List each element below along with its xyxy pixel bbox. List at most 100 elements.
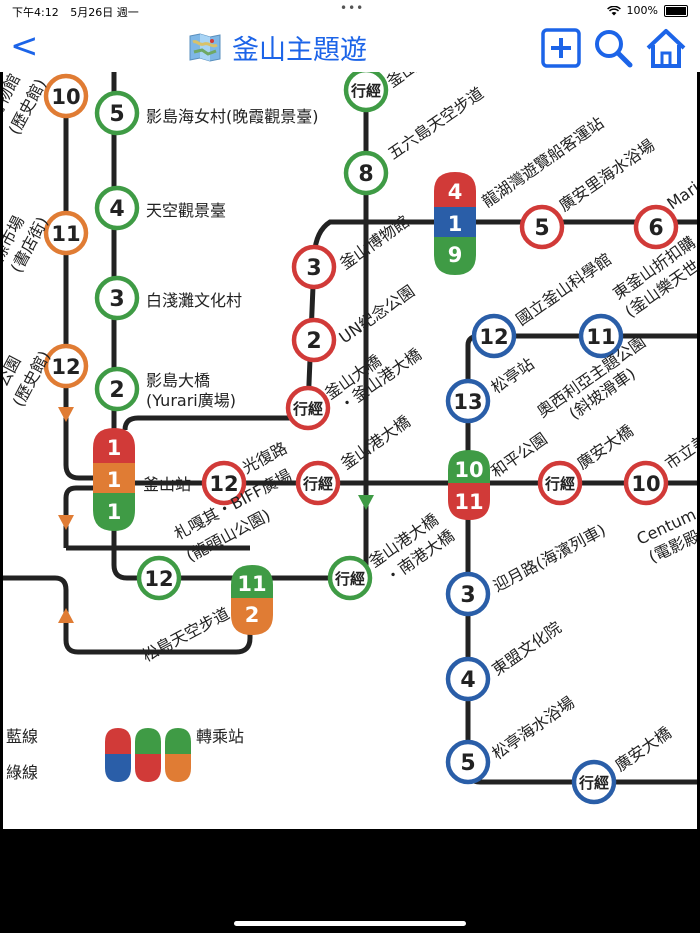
stop-blue-3[interactable]: 3 [445,571,491,617]
stop-red-6[interactable]: 6 [633,204,679,250]
label-mipo: 迎月路(海濱列車) [490,520,609,595]
svg-text:12: 12 [209,472,238,496]
home-indicator[interactable] [234,921,466,926]
stop-red-pass-gwangbok[interactable]: 行經 [295,460,341,506]
svg-text:10: 10 [51,85,80,109]
multitask-dots-icon[interactable]: ••• [340,1,365,15]
stop-green-4[interactable]: 4 [94,185,140,231]
stop-green-8[interactable]: 8 [343,150,389,196]
arrow-down-icon [58,407,74,422]
stop-green-pass-bottom[interactable]: 行經 [327,555,373,601]
svg-text:13: 13 [453,390,482,414]
svg-text:1: 1 [107,436,122,460]
svg-text:1: 1 [448,212,463,236]
svg-text:11: 11 [51,222,80,246]
back-button[interactable]: < [10,26,39,66]
svg-text:行經: 行經 [544,475,575,493]
svg-text:2: 2 [109,378,124,403]
svg-text:3: 3 [460,583,475,608]
svg-text:5: 5 [460,751,475,776]
stop-blue-pass[interactable]: 行經 [571,759,617,805]
legend-transfer-icon [105,728,191,782]
label-top-cut: 釜山 [383,72,420,91]
label-yeongdo-haenyeo: 影島海女村(晚霞觀景臺) [146,107,319,126]
svg-text:行經: 行經 [302,475,333,493]
status-time: 下午4:12 [12,6,59,19]
route-map[interactable]: 5 4 3 2 10 11 12 行經 8 行經 12 12 行經 行經 2 3… [3,72,697,829]
stop-blue-11[interactable]: 11 [578,313,624,359]
stop-orange-10[interactable]: 10 [43,73,89,119]
arrow-down-icon [358,495,374,510]
status-date: 5月26日 週一 [70,6,139,19]
stop-green-2[interactable]: 2 [94,366,140,412]
stop-green-3[interactable]: 3 [94,275,140,321]
svg-text:11: 11 [454,490,483,514]
label-sky-observatory: 天空觀景臺 [146,201,226,220]
svg-text:10: 10 [631,472,660,496]
svg-text:行經: 行經 [578,774,609,792]
svg-text:2: 2 [306,329,321,354]
label-dongmaeng: 東盟文化院 [488,618,564,679]
svg-text:4: 4 [448,180,463,204]
svg-text:4: 4 [109,197,124,222]
stop-blue-5[interactable]: 5 [445,739,491,785]
transfer-peace-park[interactable]: 10 11 [448,450,490,520]
add-icon[interactable] [540,27,582,69]
arrow-down-icon [58,515,74,530]
stop-blue-4[interactable]: 4 [445,656,491,702]
stop-red-pass-gwangan[interactable]: 行經 [537,460,583,506]
label-marine: Mari [663,178,697,213]
label-gwangan-bridge-2: 廣安大橋 [611,723,674,775]
transfer-yonghoman[interactable]: 4 1 9 [434,172,476,275]
svg-text:1: 1 [107,468,122,492]
battery-percent: 100% [626,4,658,17]
stop-red-12[interactable]: 12 [201,460,247,506]
transfer-biff[interactable]: 11 2 [231,565,273,635]
stop-blue-12[interactable]: 12 [471,313,517,359]
stop-red-5[interactable]: 5 [519,204,565,250]
label-gwangan-bridge: 廣安大橋 [573,421,636,473]
nav-title-group: 釜山主題遊 [188,28,367,66]
stop-green-12[interactable]: 12 [136,555,182,601]
status-time-date: 下午4:12 5月26日 週一 [12,4,139,20]
svg-text:2: 2 [245,603,260,627]
search-icon[interactable] [592,27,634,69]
stop-green-5[interactable]: 5 [94,90,140,136]
stop-orange-11[interactable]: 11 [43,210,89,256]
stop-red-2[interactable]: 2 [291,317,337,363]
home-icon[interactable] [644,27,688,69]
stop-orange-12[interactable]: 12 [43,343,89,389]
transfer-busan-station[interactable]: 1 1 1 [93,428,135,531]
stop-red-3[interactable]: 3 [291,244,337,290]
label-songjeong-beach: 松亭海水浴場 [488,693,578,764]
page-title: 釜山主題遊 [232,34,367,66]
legend: 藍線 綠線 轉乘站 [6,727,244,782]
label-huinnyeoul: 白淺灘文化村 [146,291,242,310]
label-songdo-skywalk: 松島天空步道 [139,604,233,666]
battery-icon [664,4,688,17]
map-icon [189,33,221,62]
svg-text:行經: 行經 [350,82,381,100]
svg-text:行經: 行經 [334,570,365,588]
label-busan-harbor-bridge: 釜山港大橋 [337,412,413,473]
svg-text:11: 11 [586,325,615,349]
svg-text:5: 5 [109,102,124,127]
stop-blue-13[interactable]: 13 [445,378,491,424]
legend-blue-line: 藍線 [6,727,38,746]
stop-red-pass-bridge[interactable]: 行經 [285,385,331,431]
arrow-up-icon [58,608,74,623]
status-bar: 下午4:12 5月26日 週一 ••• 100% [0,0,700,22]
label-yeongdo-bridge-sub: (Yurari廣場) [146,391,236,410]
legend-transfer: 轉乘站 [196,727,244,746]
svg-text:6: 6 [648,216,663,241]
wifi-icon [606,5,621,15]
svg-text:1: 1 [107,500,122,524]
svg-text:11: 11 [237,572,266,596]
stop-green-pass-top[interactable]: 行經 [343,72,389,113]
route-map-svg[interactable]: 5 4 3 2 10 11 12 行經 8 行經 12 12 行經 行經 2 3… [3,72,697,829]
svg-text:10: 10 [454,458,483,482]
svg-text:3: 3 [306,256,321,281]
nav-bar: < 釜山主題遊 [0,22,700,72]
stop-red-10[interactable]: 10 [623,460,669,506]
svg-text:5: 5 [534,216,549,241]
